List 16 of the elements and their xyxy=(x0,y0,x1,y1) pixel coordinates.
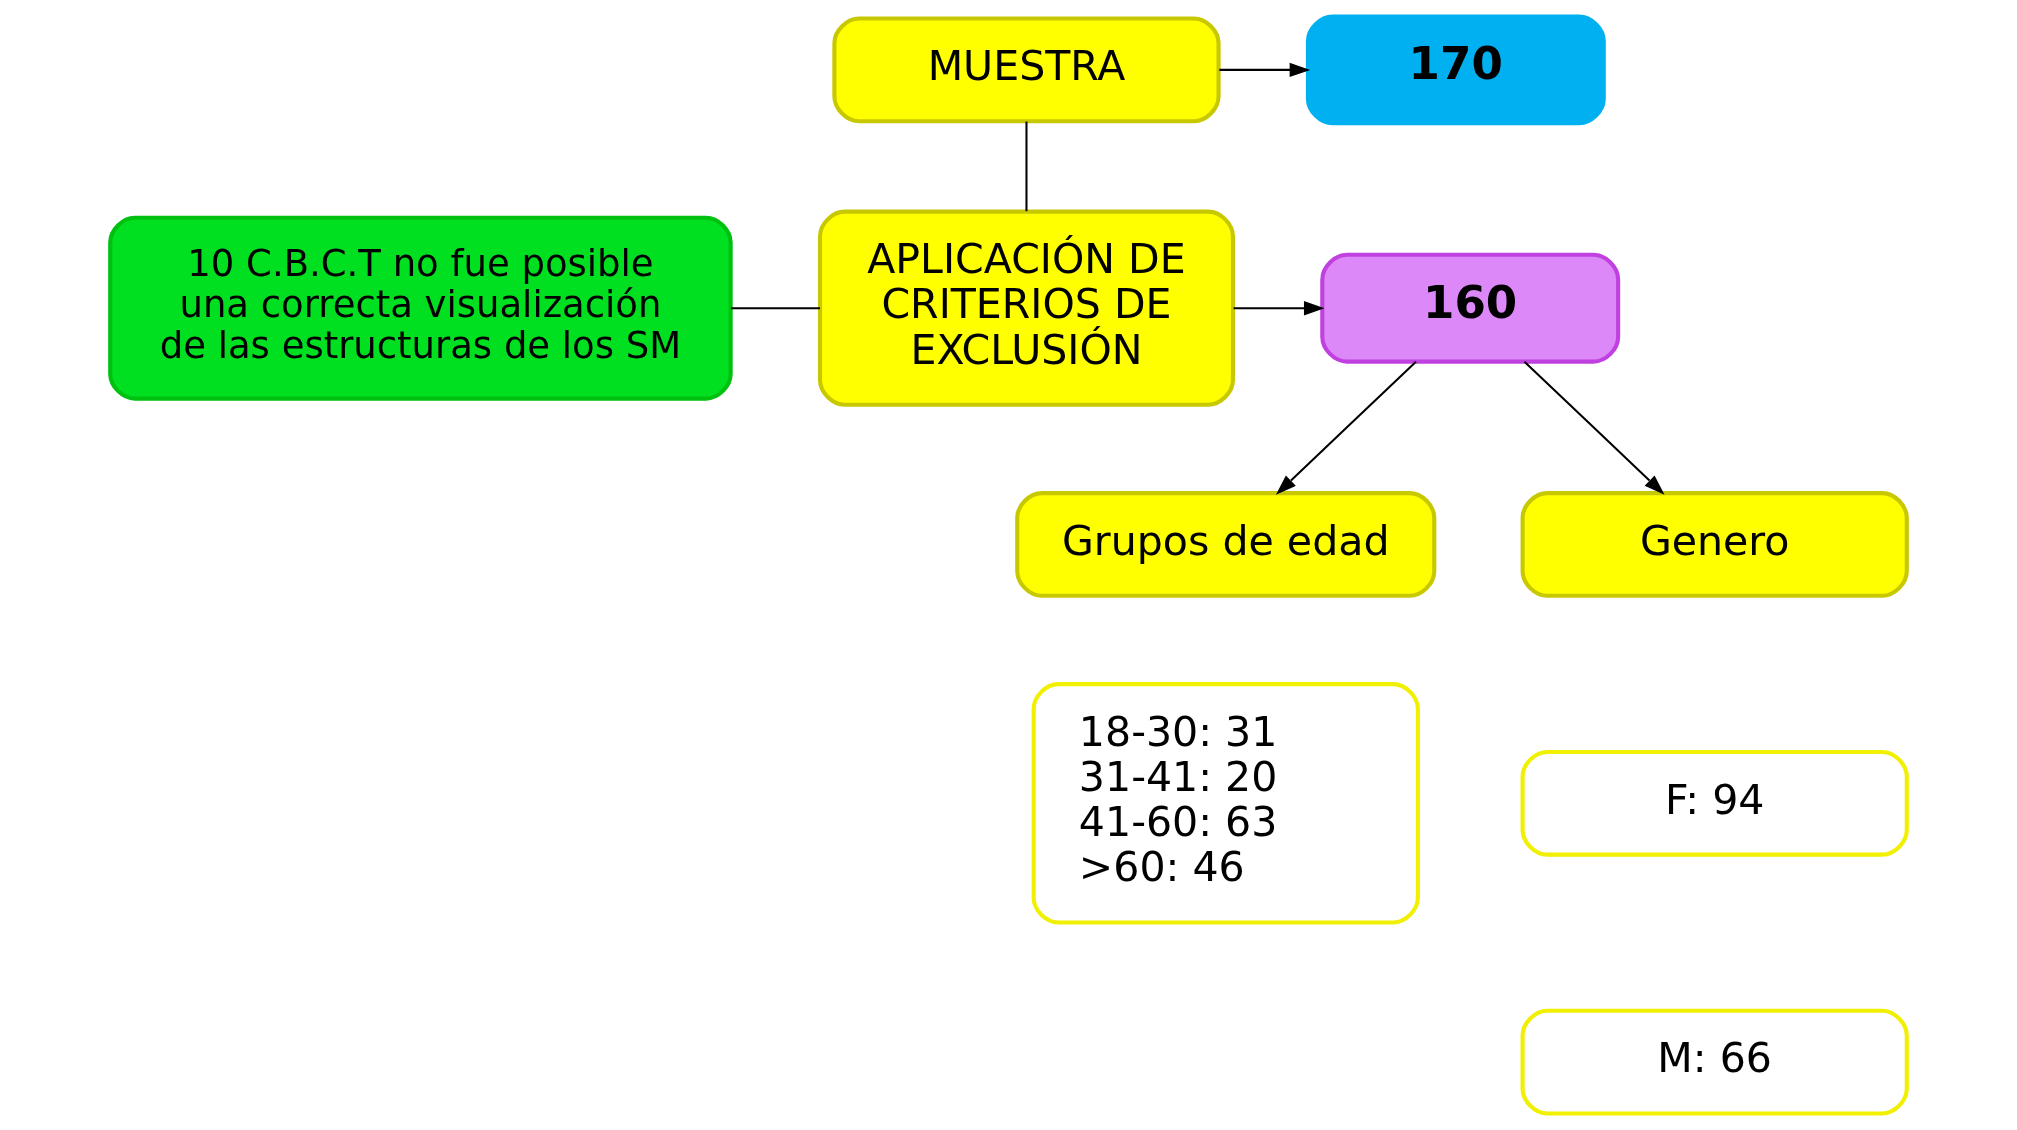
node-box: Genero xyxy=(1520,491,1909,598)
arrow xyxy=(1219,62,1311,78)
connector xyxy=(1025,121,1028,212)
arrow xyxy=(1233,301,1325,316)
node-box: F: 94 xyxy=(1520,749,1909,857)
node-box: 170 xyxy=(1305,14,1606,126)
node-box: 160 xyxy=(1320,252,1621,364)
node-box: MUESTRA xyxy=(832,16,1221,124)
node-box: APLICACIÓN DE CRITERIOS DE EXCLUSIÓN xyxy=(817,209,1235,407)
arrow xyxy=(1275,361,1417,495)
arrow xyxy=(1523,361,1665,495)
node-box: Grupos de edad xyxy=(1015,491,1437,598)
connector xyxy=(731,307,820,310)
node-box: 18-30: 31 31-41: 20 41-60: 63 >60: 46 xyxy=(1031,682,1420,925)
node-box: 10 C.B.C.T no fue posible una correcta visualización de las estructuras de los SM xyxy=(108,215,733,401)
node-box: M: 66 xyxy=(1520,1008,1909,1116)
